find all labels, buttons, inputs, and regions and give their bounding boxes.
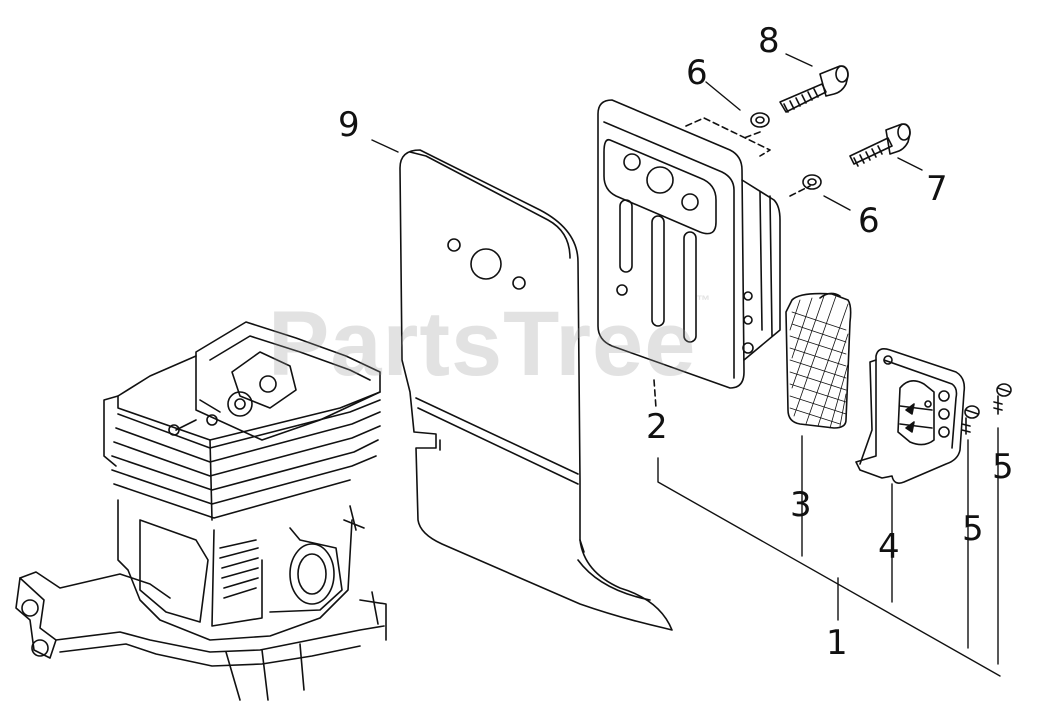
callout-2: 2 <box>646 407 668 447</box>
callout-3: 3 <box>790 485 812 525</box>
muffler-cover <box>855 348 966 484</box>
muffler-body <box>597 99 811 409</box>
callout-8: 8 <box>758 21 780 61</box>
callout-5-right: 5 <box>992 447 1014 487</box>
washers <box>750 112 822 190</box>
callout-1: 1 <box>826 623 848 663</box>
engine-block <box>15 321 387 701</box>
callout-5-left: 5 <box>962 509 984 549</box>
watermark: PartsTree™ <box>268 292 712 395</box>
callout-6-right: 6 <box>858 201 880 241</box>
screw-7 <box>849 123 911 167</box>
callout-6-top: 6 <box>686 53 708 93</box>
leader-lines <box>371 53 1001 677</box>
heat-shield <box>399 149 673 631</box>
small-screws <box>961 383 1012 435</box>
callout-7: 7 <box>926 169 948 209</box>
screw-8 <box>779 65 849 113</box>
spark-screen <box>785 292 852 429</box>
callout-4: 4 <box>878 527 900 567</box>
callout-9: 9 <box>338 105 360 145</box>
